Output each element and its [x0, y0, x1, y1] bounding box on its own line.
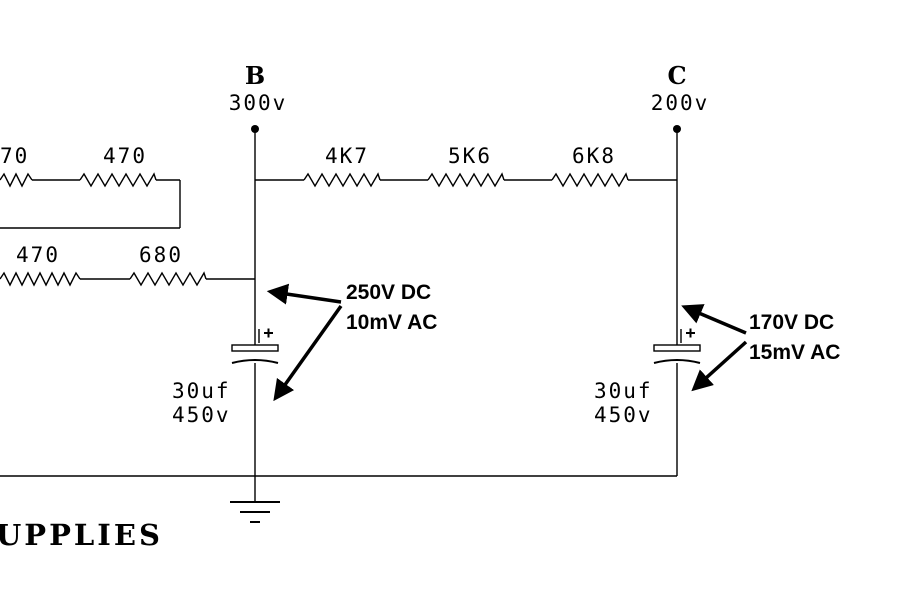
annotation-b-dc: 250V DC: [346, 281, 431, 304]
node-c-voltage: 200v: [651, 91, 710, 115]
resistor-label-4k7: 4K7: [325, 144, 369, 168]
resistor-label-top-left: 470: [103, 144, 147, 168]
capacitor-c: [653, 328, 701, 476]
node-c-label: C: [667, 61, 686, 90]
b-to-c-resistor-chain: [255, 172, 677, 188]
title-fragment: UPPLIES: [0, 518, 163, 552]
capacitor-c-rating: 450v: [594, 403, 653, 427]
annotation-b-ac: 10mV AC: [346, 311, 437, 334]
annotation-b-arrows: [266, 283, 343, 402]
capacitor-b: [231, 328, 279, 476]
resistor-label-top-left-partial: 70: [0, 144, 29, 168]
node-b-voltage: 300v: [229, 91, 288, 115]
node-b-label: B: [245, 61, 265, 90]
annotation-c-dc: 170V DC: [749, 311, 834, 334]
capacitor-c-value: 30uf: [594, 379, 653, 403]
mid-left-resistor-chain: [0, 271, 255, 287]
resistor-label-mid-left: 470: [16, 243, 60, 267]
resistor-label-5k6: 5K6: [448, 144, 492, 168]
capacitor-b-rating: 450v: [172, 403, 231, 427]
resistor-label-mid-right: 680: [139, 243, 183, 267]
annotation-c-ac: 15mV AC: [749, 341, 840, 364]
resistor-label-6k8: 6K8: [572, 144, 616, 168]
annotation-c-arrows: [681, 304, 748, 392]
capacitor-b-value: 30uf: [172, 379, 231, 403]
ground-icon: [230, 501, 280, 523]
top-left-resistor-chain: [0, 172, 181, 229]
